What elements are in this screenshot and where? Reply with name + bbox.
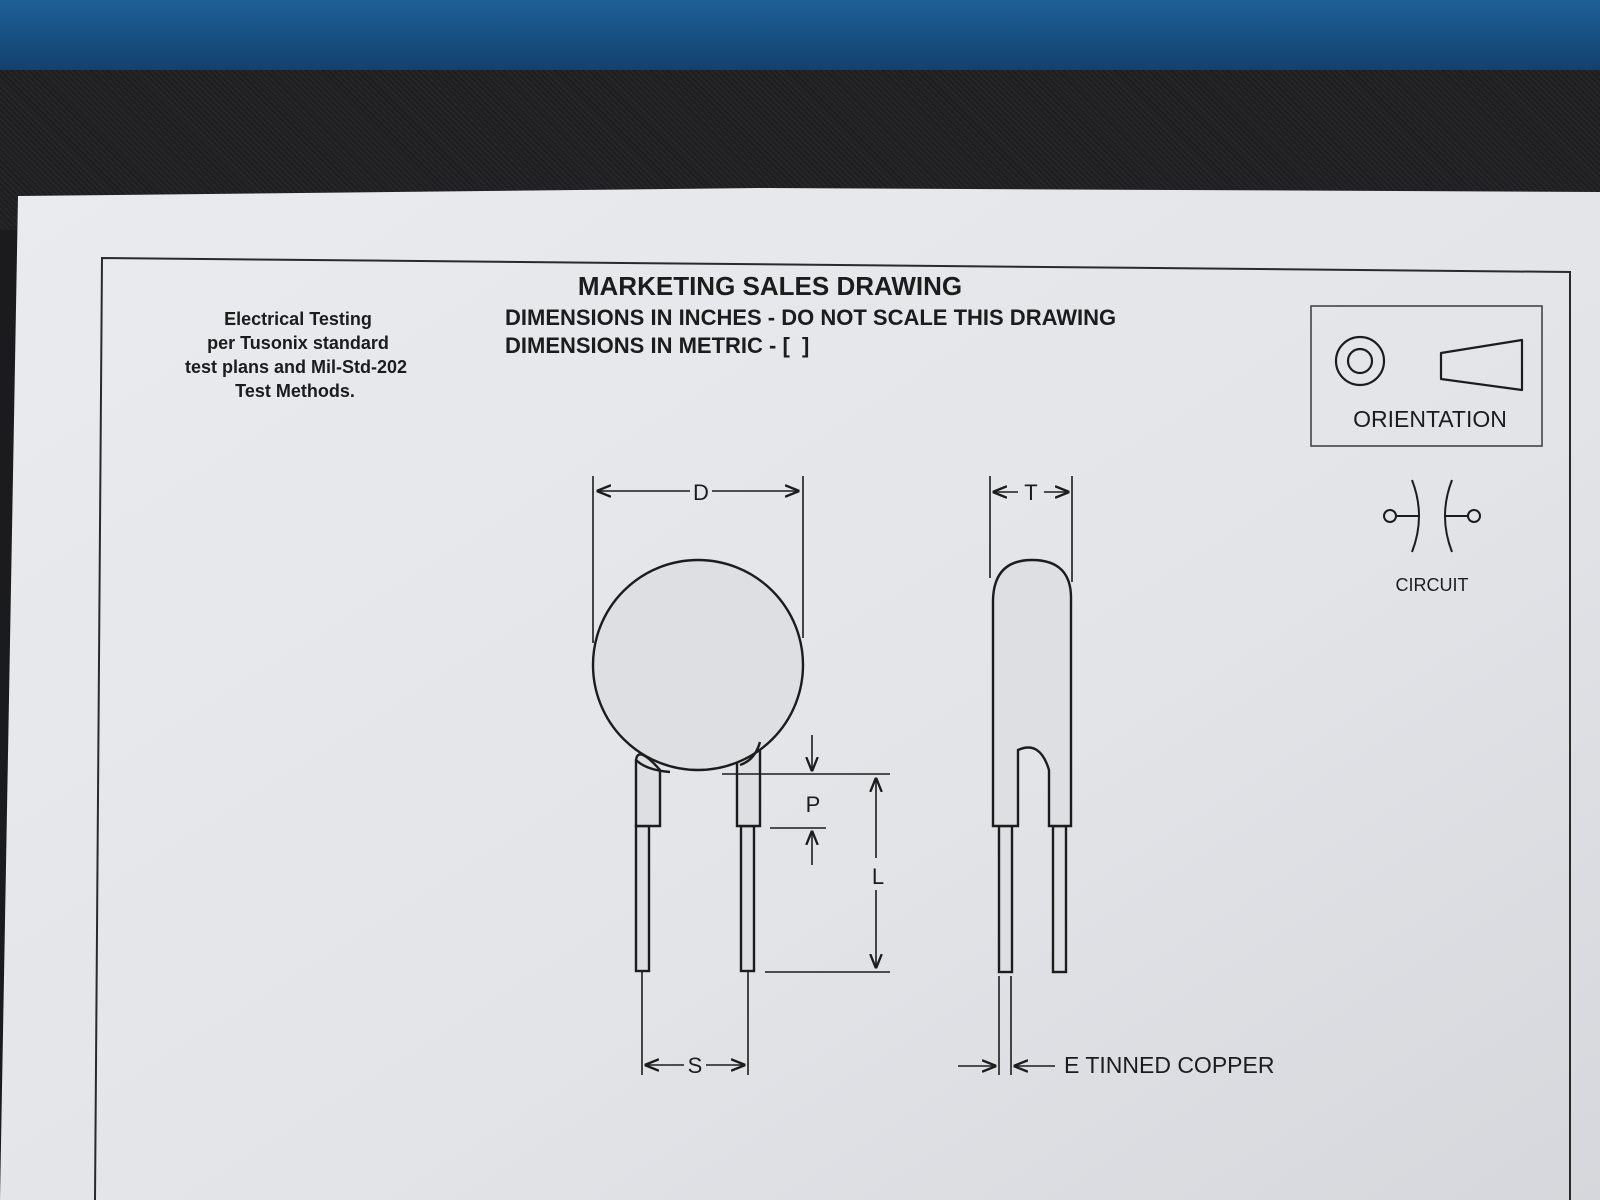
dimension-s	[641, 972, 749, 1075]
testing-note-line-4: Test Methods.	[235, 381, 355, 401]
lead-material-note: E TINNED COPPER	[1064, 1052, 1274, 1078]
orientation-box: ORIENTATION	[1310, 305, 1543, 447]
testing-note-line-2: per Tusonix standard	[207, 333, 389, 353]
drawing-border	[94, 256, 1571, 1200]
orientation-label: ORIENTATION	[1353, 406, 1507, 432]
front-view-disc-capacitor	[591, 558, 805, 973]
dimension-e	[958, 976, 1055, 1075]
capacitor-circuit-symbol	[1383, 479, 1481, 553]
orientation-taper-icon	[1439, 338, 1524, 392]
dimension-l-label: L	[872, 864, 884, 889]
drawing-subtitle-metric: DIMENSIONS IN METRIC - [ ]	[505, 333, 809, 358]
drawing-subtitle-inches: DIMENSIONS IN INCHES - DO NOT SCALE THIS…	[505, 305, 1116, 330]
side-view-disc-capacitor	[991, 558, 1073, 974]
orientation-circle-icon	[1334, 335, 1386, 387]
testing-note-line-3: test plans and Mil-Std-202	[185, 357, 407, 377]
dimension-s-label: S	[688, 1053, 703, 1078]
dimension-d-label: D	[693, 480, 709, 505]
dimension-t-label: T	[1024, 480, 1037, 505]
drawing-title: MARKETING SALES DRAWING	[578, 271, 962, 301]
orientation-inner-circle-icon	[1346, 347, 1374, 375]
dimension-p	[722, 735, 890, 865]
circuit-label: CIRCUIT	[1396, 575, 1469, 595]
dimension-p-label: P	[806, 792, 821, 817]
testing-note-line-1: Electrical Testing	[224, 309, 372, 329]
dimension-t	[989, 476, 1073, 582]
dimension-l	[765, 779, 890, 973]
dimension-d	[592, 476, 804, 643]
